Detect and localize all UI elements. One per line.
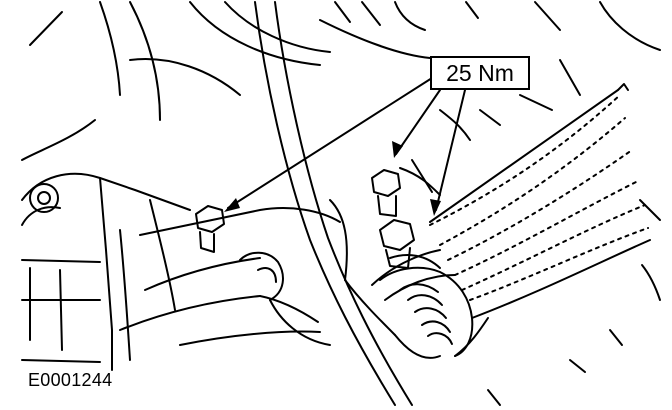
left-mounting-bolt — [195, 205, 225, 253]
torque-value-label: 25 Nm — [446, 60, 514, 86]
crossmember — [119, 207, 341, 346]
callout-leader-lines — [227, 77, 466, 211]
rack-boot-gaiter — [429, 83, 651, 319]
background-housing — [21, 1, 661, 406]
upper-mounting-bolt — [371, 159, 441, 217]
lower-mounting-bolt — [379, 219, 415, 269]
steering-rack-housing — [329, 199, 489, 359]
fluid-pipe — [254, 1, 413, 406]
mounting-bracket — [21, 172, 191, 371]
torque-callout: 25 Nm — [430, 56, 530, 90]
callout-arrowheads — [224, 141, 441, 216]
figure-identifier: E0001244 — [28, 370, 113, 390]
